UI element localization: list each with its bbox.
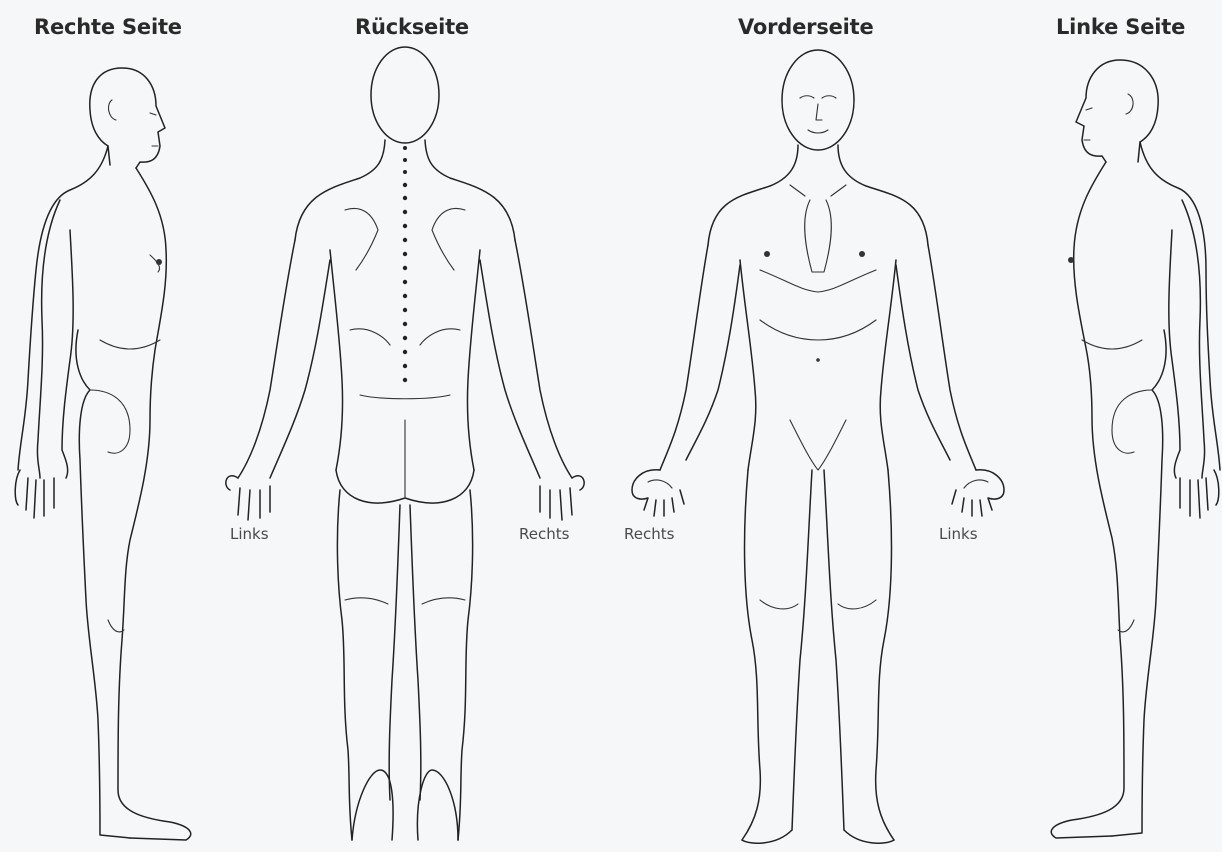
figure-back <box>226 47 584 840</box>
figure-left-side <box>1051 60 1220 838</box>
figure-right-side <box>15 68 191 840</box>
spine <box>403 146 407 382</box>
figure-front <box>632 50 1004 843</box>
